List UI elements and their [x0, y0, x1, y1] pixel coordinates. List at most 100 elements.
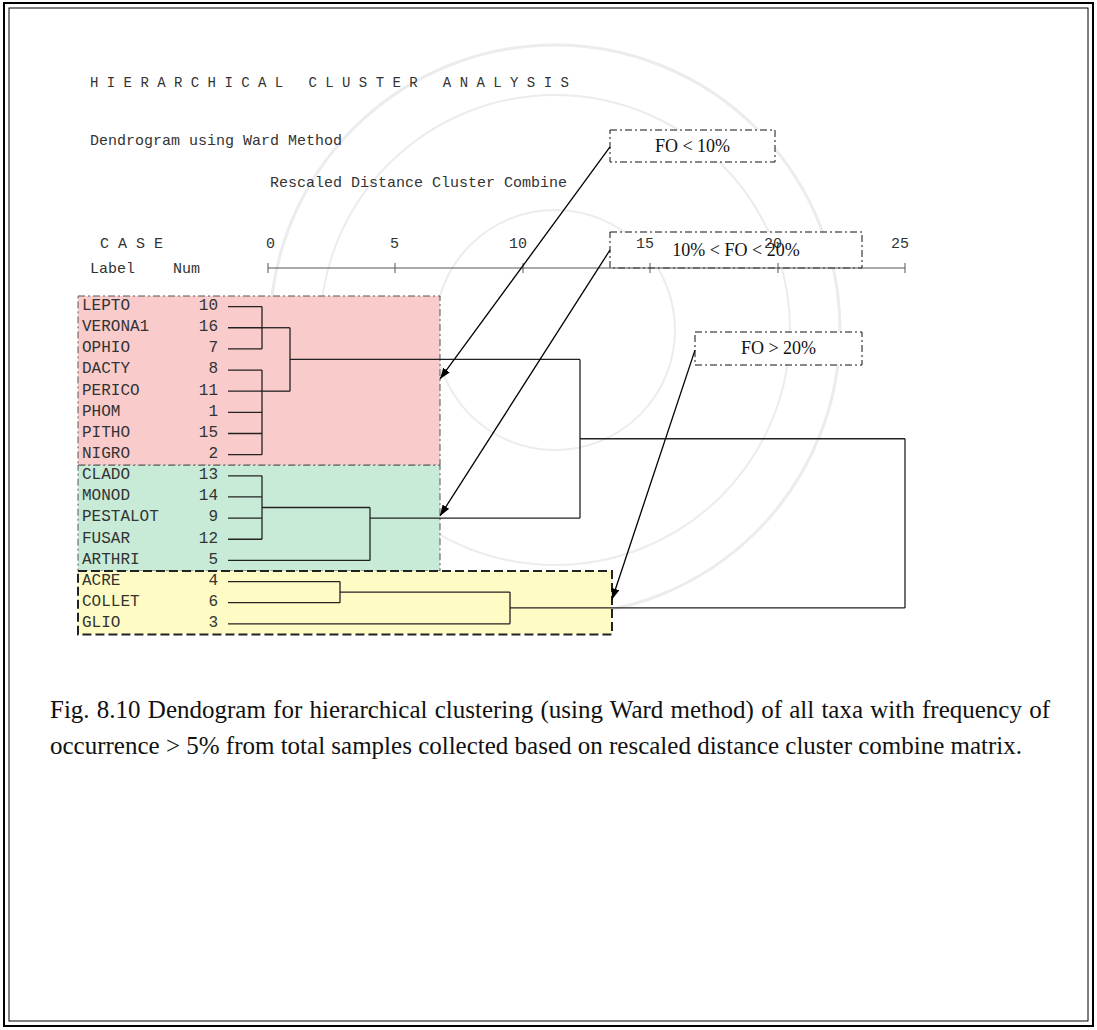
taxon-label: MONOD — [82, 486, 188, 507]
callout-box: FO > 20% — [695, 332, 862, 365]
case-number: 4 — [188, 571, 218, 592]
dendrogram-branch — [262, 327, 290, 328]
label-holder: 0 — [266, 234, 275, 254]
case-number: 11 — [188, 381, 218, 402]
taxon-label: OPHIO — [82, 338, 188, 359]
dendrogram-branch — [370, 517, 580, 518]
caption-holder: Fig. 8.10 Dendogram for hierarchical clu… — [50, 692, 1050, 764]
figure-caption: Fig. 8.10 Dendogram for hierarchical clu… — [50, 692, 1050, 764]
case-number: 6 — [188, 592, 218, 613]
output-title: H I E R A R C H I C A L C L U S T E R A … — [90, 75, 569, 91]
band-fill — [78, 571, 612, 634]
dendrogram-branch — [228, 496, 262, 497]
taxon-label: LEPTO — [82, 296, 188, 317]
case-number: 5 — [188, 550, 218, 571]
callout-arrow — [612, 350, 695, 599]
inner-frame — [9, 8, 1088, 1021]
callout-fill — [610, 130, 775, 162]
cluster-band: LEPTO10VERONA116OPHIO7DACTY8PERICO11PHOM… — [78, 296, 440, 465]
taxon-label: GLIO — [82, 613, 188, 634]
case-number: 1 — [188, 402, 218, 423]
case-number: 14 — [188, 486, 218, 507]
label-holder: Num — [173, 259, 200, 279]
dendrogram-branch — [904, 439, 905, 608]
axis-tick-label: 10 — [509, 236, 527, 253]
case-number: 7 — [188, 338, 218, 359]
dendrogram-branch — [340, 591, 510, 592]
taxon-label: DACTY — [82, 359, 188, 380]
output-label: Label — [90, 261, 135, 278]
case-number: 15 — [188, 423, 218, 444]
dendrogram-branch — [228, 623, 510, 624]
callout-arrow — [440, 250, 610, 516]
taxon-label: CLADO — [82, 465, 188, 486]
label-holder: 15 — [574, 234, 654, 254]
dendrogram-branch — [262, 391, 290, 392]
dendrogram-branch — [228, 475, 262, 476]
taxon-label: PERICO — [82, 381, 188, 402]
callout-box: 10% < FO < 20% — [610, 232, 862, 268]
dendrogram-branch — [228, 327, 262, 328]
label-holder: 10 — [447, 234, 527, 254]
axis-tick-label: 5 — [390, 236, 399, 253]
band-fills — [78, 130, 862, 634]
taxon-label: PESTALOT — [82, 507, 188, 528]
title-holder: H I E R A R C H I C A L C L U S T E R A … — [90, 73, 569, 92]
dendrogram-branch — [290, 359, 580, 360]
dendrogram-branch — [510, 607, 905, 608]
taxon-label: VERONA1 — [82, 317, 188, 338]
dendrogram-branch — [228, 348, 262, 349]
dendrogram-branch — [228, 412, 262, 413]
dendrogram-branch — [228, 369, 262, 370]
axis-tick-label: 0 — [266, 236, 275, 253]
callout-fill — [610, 232, 862, 268]
dendrogram-branch — [369, 508, 370, 561]
dendrogram-branch — [228, 454, 262, 455]
band-fill — [78, 296, 440, 465]
dendrogram-branch — [261, 370, 262, 455]
label-holder: Label — [90, 259, 135, 279]
frequency-class: FO < 10% — [655, 136, 730, 157]
output-label: C A S E — [100, 236, 163, 253]
distance-axis — [268, 263, 905, 273]
cluster-band: CLADO13MONOD14PESTALOT9FUSAR12ARTHRI5 — [78, 465, 440, 571]
case-number: 12 — [188, 529, 218, 550]
taxon-label: PITHO — [82, 423, 188, 444]
callout-box: FO < 10% — [610, 130, 775, 162]
output-label: Num — [173, 261, 200, 278]
outer-frame — [4, 3, 1093, 1026]
label-holder: 25 — [829, 234, 909, 254]
dendrogram-branch — [228, 433, 262, 434]
label-holder: Dendrogram using Ward Method — [90, 131, 342, 151]
dendrogram-branch — [228, 391, 262, 392]
dendrogram-branch — [262, 507, 370, 508]
label-holder: Rescaled Distance Cluster Combine — [270, 173, 567, 193]
dendrogram-branch — [580, 438, 905, 439]
case-number: 13 — [188, 465, 218, 486]
dendrogram-branch — [228, 539, 262, 540]
output-label: Rescaled Distance Cluster Combine — [270, 175, 567, 192]
taxon-label: PHOM — [82, 402, 188, 423]
label-holder: 5 — [319, 234, 399, 254]
callout-fill — [695, 332, 862, 365]
dendrogram-branch — [228, 306, 262, 307]
label-holder: C A S E — [100, 234, 163, 254]
case-number: 2 — [188, 444, 218, 465]
dendrogram-branch — [228, 560, 370, 561]
cluster-band: ACRE4COLLET6GLIO3 — [78, 571, 612, 634]
case-number: 16 — [188, 317, 218, 338]
case-number: 3 — [188, 613, 218, 634]
output-label: Dendrogram using Ward Method — [90, 133, 342, 150]
case-number: 8 — [188, 359, 218, 380]
case-number: 9 — [188, 507, 218, 528]
case-number: 10 — [188, 296, 218, 317]
taxon-label: ARTHRI — [82, 550, 188, 571]
taxon-label: NIGRO — [82, 444, 188, 465]
axis-tick-label: 25 — [891, 236, 909, 253]
dendrogram-branch — [228, 517, 262, 518]
taxon-label: COLLET — [82, 592, 188, 613]
